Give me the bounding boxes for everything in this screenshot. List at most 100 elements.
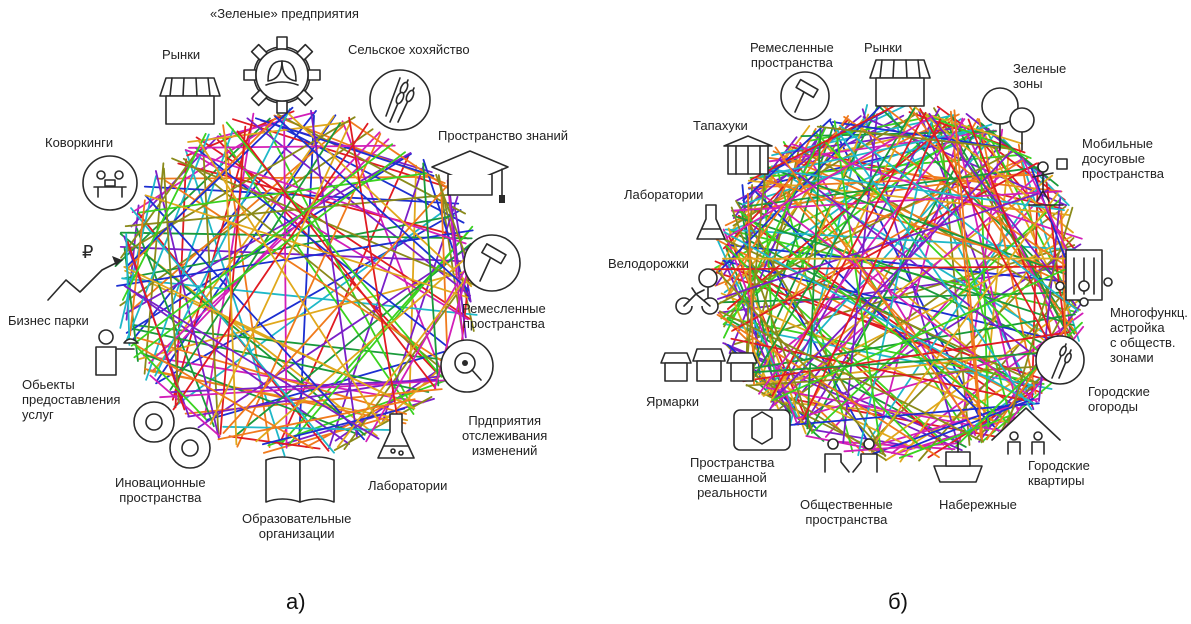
panel-a-network-diagram: ₽ «Зеленые» предприятия Сельское хохяйст… bbox=[0, 0, 595, 624]
panel-a-canvas: ₽ bbox=[47, 36, 521, 503]
panel-a-connection-line bbox=[209, 123, 351, 425]
panel-b-connection-line bbox=[813, 130, 1055, 367]
panel-a-connection-line bbox=[152, 115, 335, 374]
panel-b-connection-line bbox=[843, 116, 1077, 274]
node-label-multi: Многофункц. астройка с обществ. зонами bbox=[1110, 305, 1188, 365]
panel-b-connection-line bbox=[710, 265, 1081, 271]
panel-a-connection-line bbox=[149, 374, 221, 438]
panel-a-connection-line bbox=[222, 183, 450, 434]
panel-b-network-diagram: Рынки Зеленые зоны Мобильные досуговые п… bbox=[596, 0, 1191, 624]
panel-b-connection-line bbox=[834, 127, 1033, 411]
panel-b-connection-line bbox=[805, 435, 914, 458]
panel-a-connection-line bbox=[130, 143, 394, 347]
panel-b-connection-line bbox=[863, 237, 1075, 451]
panel-a-connection-line bbox=[262, 414, 396, 454]
panel-a-connection-line bbox=[310, 109, 358, 438]
node-label-public: Общественные пространства bbox=[800, 497, 893, 527]
panel-a-connection-line bbox=[198, 140, 382, 426]
panel-a-connection-line bbox=[124, 285, 380, 440]
panel-b-connection-line bbox=[905, 101, 1078, 335]
panel-a-connection-line bbox=[453, 205, 472, 303]
node-label-craft: Ремесленные пространства bbox=[462, 301, 546, 331]
panel-b-connection-line bbox=[738, 364, 915, 450]
panel-a-connection-line bbox=[141, 352, 359, 436]
panel-a-connection-line bbox=[254, 117, 435, 177]
panel-a-connection-line bbox=[159, 379, 451, 399]
node-label-gardens: Городские огороды bbox=[1088, 384, 1150, 414]
panel-b-connection-line bbox=[806, 125, 979, 437]
panel-a-connection-line bbox=[188, 144, 396, 149]
growth-chart-icon: ₽ bbox=[47, 242, 123, 301]
panel-a-connection-line bbox=[126, 115, 279, 270]
panel-a-connection-line bbox=[365, 254, 475, 443]
panel-b-connection-line bbox=[739, 210, 1009, 424]
node-label-embank: Набережные bbox=[939, 497, 1017, 512]
panel-a-connection-lines bbox=[114, 106, 480, 457]
gear-leaf-icon bbox=[243, 36, 321, 114]
panel-b-connection-line bbox=[723, 231, 1036, 405]
panel-a-connection-line bbox=[119, 128, 374, 307]
panel-b-connection-line bbox=[949, 110, 982, 439]
panel-b-connection-line bbox=[868, 192, 1059, 452]
panel-b-connection-line bbox=[788, 104, 869, 428]
node-label-knowledge: Пространство знаний bbox=[438, 128, 569, 143]
panel-b-connection-line bbox=[740, 207, 778, 401]
panel-b-connection-line bbox=[857, 117, 934, 457]
panel-a-connection-line bbox=[133, 343, 314, 450]
panel-b-connection-line bbox=[735, 199, 887, 457]
panel-a-connection-line bbox=[194, 147, 457, 354]
panel-a-connection-line bbox=[287, 113, 473, 288]
panel-a-connection-line bbox=[119, 232, 366, 436]
panel-b-connection-line bbox=[726, 119, 954, 310]
node-label-business: Бизнес парки bbox=[8, 313, 89, 328]
flask-icon bbox=[377, 413, 415, 459]
hammer-icon bbox=[463, 234, 521, 292]
panel-b-connection-line bbox=[758, 128, 975, 178]
node-label-markets: Рынки bbox=[864, 40, 903, 55]
gears-icon bbox=[133, 401, 211, 469]
node-label-mobile: Мобильные досуговые пространства bbox=[1082, 136, 1165, 181]
panel-a-connection-line bbox=[124, 193, 453, 228]
node-label-craft: Ремесленные пространства bbox=[750, 40, 834, 70]
panel-a-connection-line bbox=[269, 120, 465, 224]
panel-b-icons bbox=[660, 59, 1113, 483]
panel-a-connection-line bbox=[283, 116, 288, 449]
flask-icon bbox=[696, 204, 726, 240]
panel-b-connection-lines bbox=[710, 101, 1089, 463]
panel-b-connection-line bbox=[720, 124, 971, 320]
panel-b-connection-line bbox=[738, 115, 862, 214]
panel-a-connection-line bbox=[122, 132, 207, 301]
panel-b-connection-line bbox=[753, 349, 1076, 374]
panel-b-connection-line bbox=[771, 111, 927, 397]
node-label-mixed: Пространства смешанной реальности bbox=[690, 455, 775, 500]
panel-b-connection-line bbox=[925, 113, 1024, 145]
panel-b-connection-line bbox=[833, 120, 882, 453]
panel-b-connection-line bbox=[774, 146, 978, 433]
panel-a-connection-line bbox=[287, 225, 474, 447]
trees-icon bbox=[981, 87, 1035, 151]
panel-b-connection-line bbox=[731, 162, 1038, 332]
panel-b-connection-line bbox=[725, 323, 1053, 390]
panel-a-connection-line bbox=[137, 172, 428, 214]
panel-a-connection-line bbox=[255, 250, 475, 443]
node-label-markets: Рынки bbox=[162, 47, 201, 62]
panel-a-connection-line bbox=[144, 194, 365, 441]
panel-b-connection-line bbox=[980, 373, 1063, 444]
node-label-innov: Иновационные пространства bbox=[115, 475, 206, 505]
panel-a-connection-line bbox=[327, 162, 426, 450]
market-stall-icon bbox=[159, 77, 221, 125]
panel-a-connection-line bbox=[219, 125, 247, 435]
panel-b-connection-line bbox=[872, 398, 1027, 455]
panel-b-connection-line bbox=[810, 198, 1061, 434]
panel-a-connection-line bbox=[162, 167, 180, 404]
panel-b-connection-line bbox=[752, 107, 916, 379]
panel-a-connection-line bbox=[144, 194, 469, 299]
people-sitting-icon bbox=[824, 438, 878, 473]
node-label-fairs: Ярмарки bbox=[646, 394, 699, 409]
panel-b-connection-line bbox=[842, 113, 879, 444]
panel-a-connection-line bbox=[127, 124, 345, 314]
panel-b-connection-line bbox=[718, 310, 985, 443]
hammer-icon bbox=[780, 71, 830, 121]
fair-stalls-icon bbox=[660, 348, 758, 382]
panel-b-connection-line bbox=[745, 184, 754, 369]
